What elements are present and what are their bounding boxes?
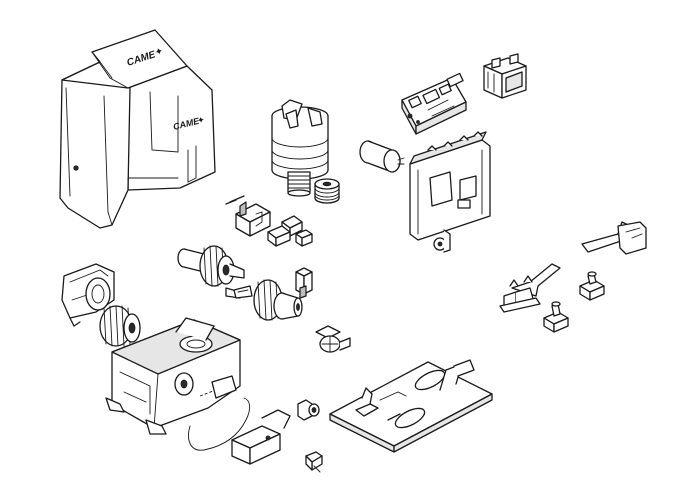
foundation-plate	[329, 359, 493, 453]
cam-screw-2	[543, 301, 569, 333]
connectors	[267, 215, 313, 247]
gearbox-housing	[105, 317, 241, 435]
limit-cam-bracket-left	[499, 263, 561, 313]
svg-text:✦: ✦	[196, 114, 206, 126]
svg-text:✦: ✦	[154, 46, 165, 59]
motor-cover: CAME ✦ CAME ✦	[59, 29, 216, 229]
release-knob	[315, 325, 351, 353]
cam-screw-1	[579, 271, 605, 301]
limit-cam-bracket-right	[581, 221, 647, 255]
clip-pin	[233, 285, 253, 299]
cam-bolt	[297, 399, 320, 421]
microswitch	[295, 267, 313, 299]
electric-motor	[271, 99, 329, 197]
output-gear	[253, 279, 303, 321]
small-bolt	[305, 451, 323, 473]
gear-cover	[61, 263, 115, 327]
cable-cover	[231, 409, 291, 465]
control-board	[401, 72, 467, 135]
drive-gear-shaft	[177, 245, 245, 299]
board-bracket	[409, 131, 491, 253]
limit-switch	[225, 195, 271, 237]
rubber-spacers	[314, 178, 340, 204]
spur-gear	[99, 305, 141, 347]
gasket-wire	[188, 397, 251, 451]
capacitor	[359, 140, 405, 173]
transformer	[483, 53, 527, 99]
